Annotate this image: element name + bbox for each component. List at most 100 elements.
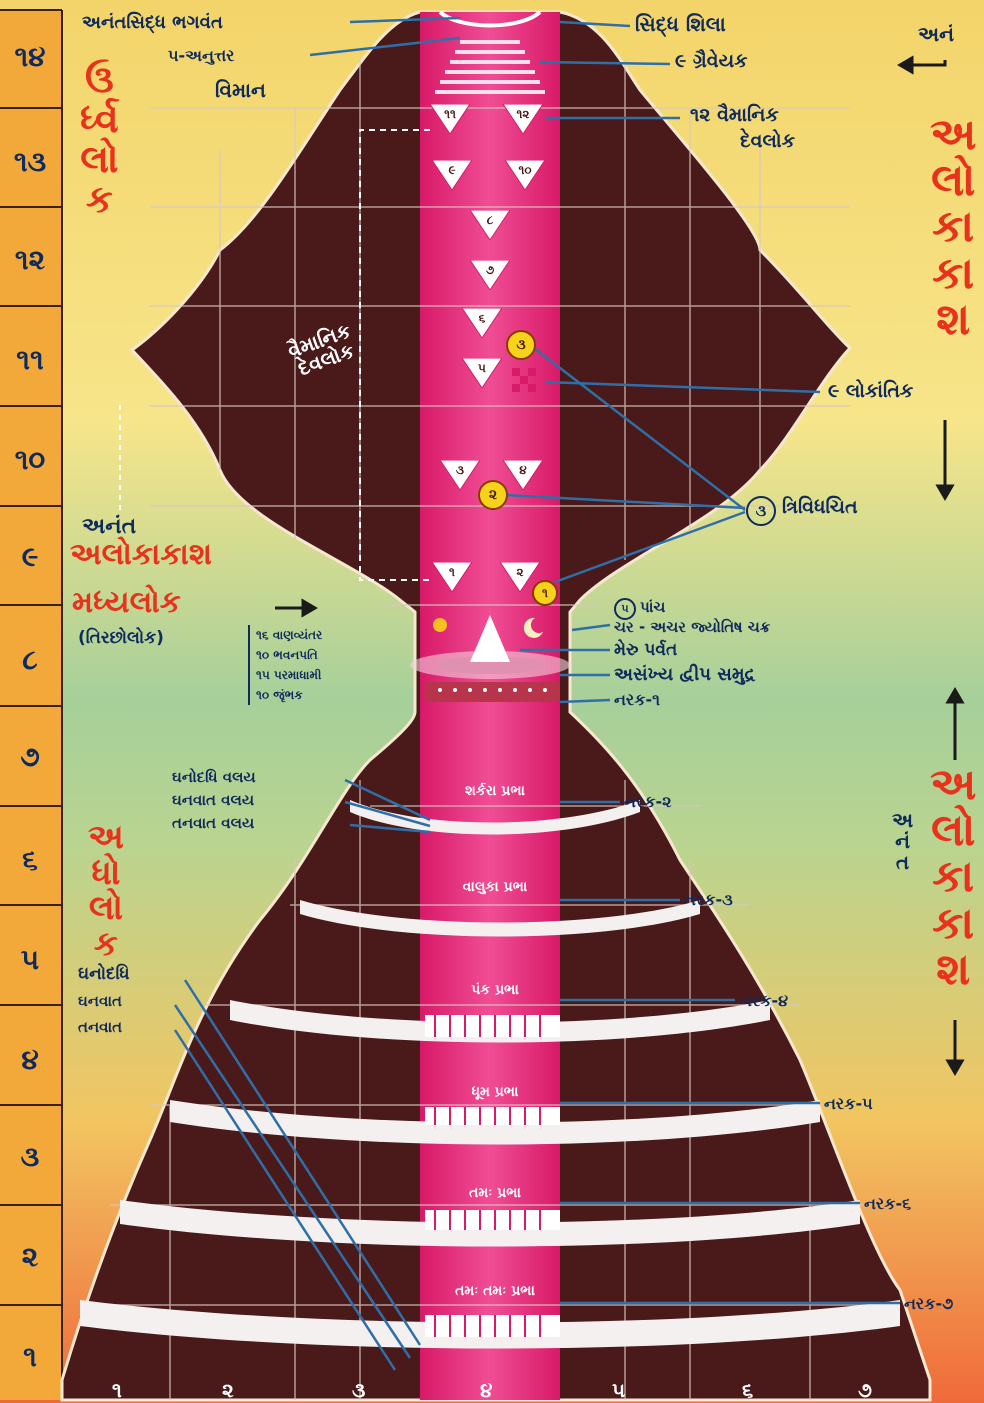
ruler-label: ૧૪ [0,40,60,74]
anant-label: અનંત [82,516,136,538]
valay-label: ઘનવાત વલય [172,793,254,808]
vaimanik-triangle: ૯ [432,160,472,190]
siddh-shila-label: સિદ્ધ શિલા [635,14,726,34]
vyantar-item: ૧૫ પરમાધામી [256,665,322,685]
ruler-label: ૭ [0,740,60,774]
ruler-label: ૬ [0,843,60,877]
trividh-circle: ૩ [746,496,776,526]
lower-valay-label: તનવાત [78,1020,122,1035]
anant-char: નં [895,831,910,852]
jyotish-label: ચર - અચર જ્યોતિષ ચક્ર [614,620,770,635]
alokakash-char: અ [930,112,976,158]
anant-vertical-label: અ નં ત [892,810,913,873]
adho-lok-char: અ [88,820,124,856]
vaimanik-triangle: ૭ [470,260,510,290]
vaimanik-triangle-label: ૭ [470,263,510,278]
ruler-label: ૧૦ [0,443,60,477]
devlok-label: દેવલોક [740,132,795,151]
trividh-label: ત્રિવિધચિત [782,498,858,517]
alokakash-char: શ [936,947,970,993]
viman-label: વિમાન [215,80,266,100]
anan-top-label: અનં [918,24,954,44]
narak-label: નરક-૬ [864,1196,911,1212]
madhya-lok-label: મધ્યલોક [72,588,181,618]
vyantar-item: ૧૬ વાણવ્યંતર [256,625,322,645]
urdhva-lok-label: ઉ ર્ધ્વ લો ક [80,60,119,220]
narak-label: નરક-૪ [740,993,788,1009]
trividh-circle-2: ૨ [478,480,508,510]
ruler-label: ૨ [0,1240,60,1274]
alokakash-char: કા [932,251,974,297]
vaimanik-triangle-label: ૯ [432,163,472,178]
prabha-label: વાલુકા પ્રભા [430,880,560,894]
vaimanik-triangle-label: ૧ [432,565,472,580]
vaimanik-triangle-label: ૨ [500,565,540,580]
vaimanik-12-label: ૧૨ વૈમાનિક [690,106,779,125]
ruler-label: ૧૧ [0,343,60,377]
adho-lok-char: ધો [91,856,120,892]
narak-label: નરક-૨ [624,794,672,810]
alokakash-char: લો [931,808,975,854]
alokakash-char: કા [932,901,974,947]
vaimanik-triangle-label: ૧૧ [430,107,470,122]
ruler-label: ૧૨ [0,243,60,277]
vaimanik-triangle-label: ૬ [462,311,502,326]
prabha-label: શર્કરા પ્રભા [430,784,560,798]
valay-label: તનવાત વલય [172,816,254,831]
alokakash-right-lower: અ લો કા કા શ [930,762,976,993]
trividh-circle-3: ૩ [506,330,536,360]
urdhva-lok-char: લો [80,140,118,180]
vaimanik-triangle-label: ૧૦ [505,163,545,178]
vaimanik-triangle-label: ૩ [440,463,480,478]
alokakash-mid-label: અલોકાકાશ [70,540,212,570]
vaimanik-triangle: ૫ [462,358,502,388]
vaimanik-triangle: ૧૨ [503,104,543,134]
prabha-label: તમઃ પ્રભા [430,1186,560,1200]
asankhya-label: અસંખ્ય દ્વીપ સમુદ્ર [614,666,755,684]
vaimanik-triangle: ૮ [470,210,510,240]
narak-label: નરક-૧ [614,692,660,708]
alokakash-char: કા [932,854,974,900]
ruler-label: ૪ [0,1043,60,1077]
ruler-label: ૯ [0,540,60,574]
ruler-label: ૧ [0,1340,60,1374]
narak-label: નરક-૫ [824,1096,873,1112]
lokantik-label: ૯ લોકાંતિક [828,382,913,401]
bottom-axis-label: ૨ [222,1378,234,1402]
adho-lok-char: ક [94,927,118,963]
ruler-label: ૧૩ [0,145,60,179]
ruler-label: ૫ [0,943,60,977]
vaimanik-triangle: ૩ [440,460,480,490]
vaimanik-triangle-label: ૪ [503,463,543,478]
vaimanik-triangle: ૪ [503,460,543,490]
vaimanik-triangle: ૧૧ [430,104,470,134]
anuttar-label: ૫-અનુત્તર [168,48,234,64]
ruler-label: ૩ [0,1140,60,1174]
valay-label: ઘનોદધિ વલય [172,770,256,785]
alokakash-char: લો [931,158,975,204]
vaimanik-triangle: ૧૦ [505,160,545,190]
bottom-axis-label: ૧ [112,1378,122,1402]
meru-label: મેરુ પર્વત [614,642,677,659]
urdhva-lok-char: ર્ધ્વ [80,100,119,140]
panch-label: પાંચ [640,600,665,615]
lower-valay-label: ઘનોદધિ [78,966,130,983]
urdhva-lok-char: ઉ [85,60,114,100]
bottom-axis-label: ૩ [352,1378,365,1402]
vaimanik-triangle: ૧ [432,562,472,592]
vyantar-item: ૧૦ જૃંભક [256,685,322,705]
sun-icon [433,618,447,632]
prabha-label: પંક પ્રભા [430,983,560,997]
adho-lok-char: લો [89,891,123,927]
vaimanik-triangle: ૬ [462,308,502,338]
bottom-axis-label: ૫ [612,1378,625,1402]
ruler-label: ૮ [0,643,60,677]
vyantar-item: ૧૦ ભવનપતિ [256,645,322,665]
vaimanik-triangle-label: ૧૨ [503,107,543,122]
lower-valay-label: ઘનવાત [78,994,122,1009]
trividh-circle-1: ૧ [532,580,558,606]
bottom-axis-label: ૬ [742,1378,753,1402]
narak-label: નરક-૭ [904,1296,953,1312]
prabha-label: ધૂમ પ્રભા [430,1085,560,1099]
